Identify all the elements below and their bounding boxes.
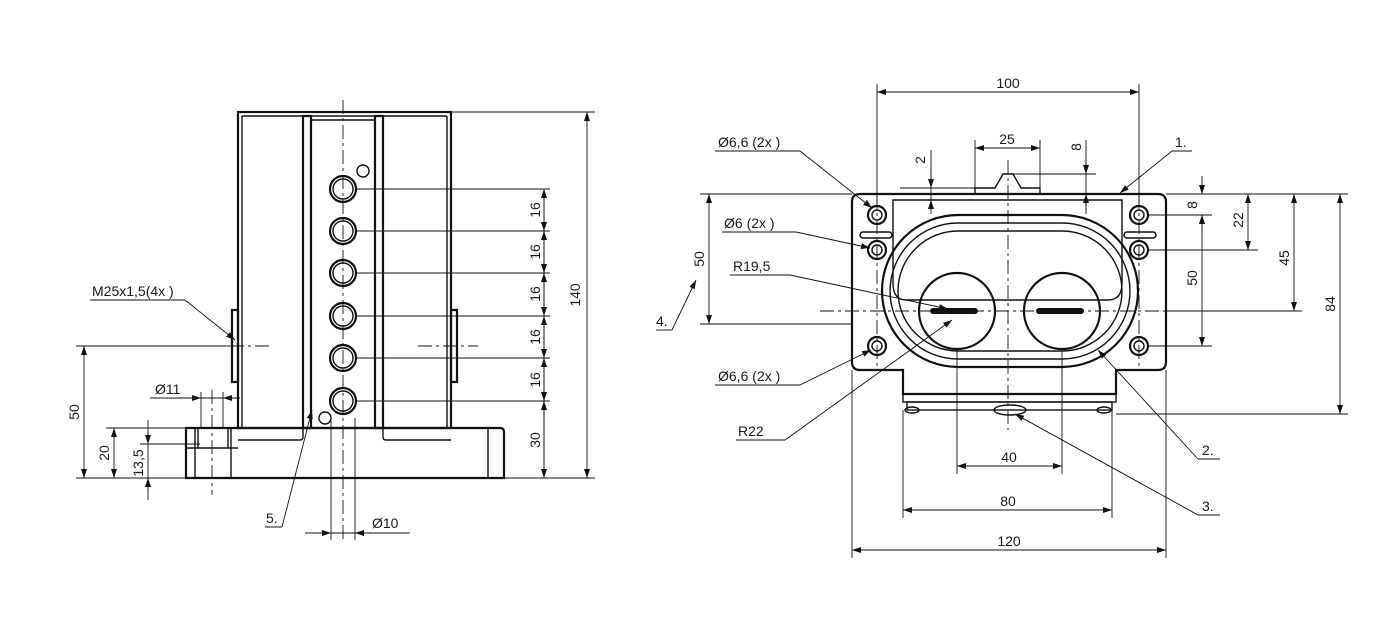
callout-item-2: 2. [1202,442,1214,458]
callout-holes-top: Ø6,6 (2x ) [718,134,780,150]
left-side-view: 16 16 16 16 16 30 140 50 20 13,5 Ø11 [66,100,595,540]
dim-30: 30 [527,432,543,448]
callout-thread: M25x1,5(4x ) [92,283,174,299]
led-hole-column [318,164,370,425]
dim-2: 2 [912,156,928,164]
dim-16-1: 16 [527,202,543,218]
callout-holes-bottom: Ø6,6 (2x ) [718,368,780,384]
callout-item-3: 3. [1202,498,1214,514]
dim-8-right: 8 [1184,201,1200,209]
dim-13-5: 13,5 [130,449,146,476]
dim-50-left-right-view: 50 [691,251,707,267]
callout-item-5: 5. [266,510,278,526]
dim-25: 25 [999,131,1015,147]
dim-16-2: 16 [527,244,543,260]
dim-8-top: 8 [1068,143,1084,151]
dim-50-left: 50 [66,404,82,420]
callout-radius-outer: R22 [738,423,764,439]
dim-22: 22 [1230,212,1246,228]
dim-16-4: 16 [527,329,543,345]
dim-100: 100 [996,75,1020,91]
dim-40: 40 [1001,449,1017,465]
dim-50-right: 50 [1184,270,1200,286]
callout-holes-mid: Ø6 (2x ) [724,215,775,231]
dim-80: 80 [1000,493,1016,509]
right-front-view: 100 25 2 8 8 50 22 45 [656,75,1348,558]
dim-84: 84 [1322,296,1338,312]
dim-16-3: 16 [527,286,543,302]
callout-item-1: 1. [1175,134,1187,150]
dim-16-5: 16 [527,372,543,388]
dim-140: 140 [567,283,583,307]
dim-dia-10: Ø10 [372,515,399,531]
dim-120: 120 [997,533,1021,549]
dim-45: 45 [1276,250,1292,266]
dim-dia-11: Ø11 [155,381,181,397]
callout-item-4: 4. [656,313,668,329]
dim-20: 20 [96,445,112,461]
callout-radius-inner: R19,5 [733,258,771,274]
